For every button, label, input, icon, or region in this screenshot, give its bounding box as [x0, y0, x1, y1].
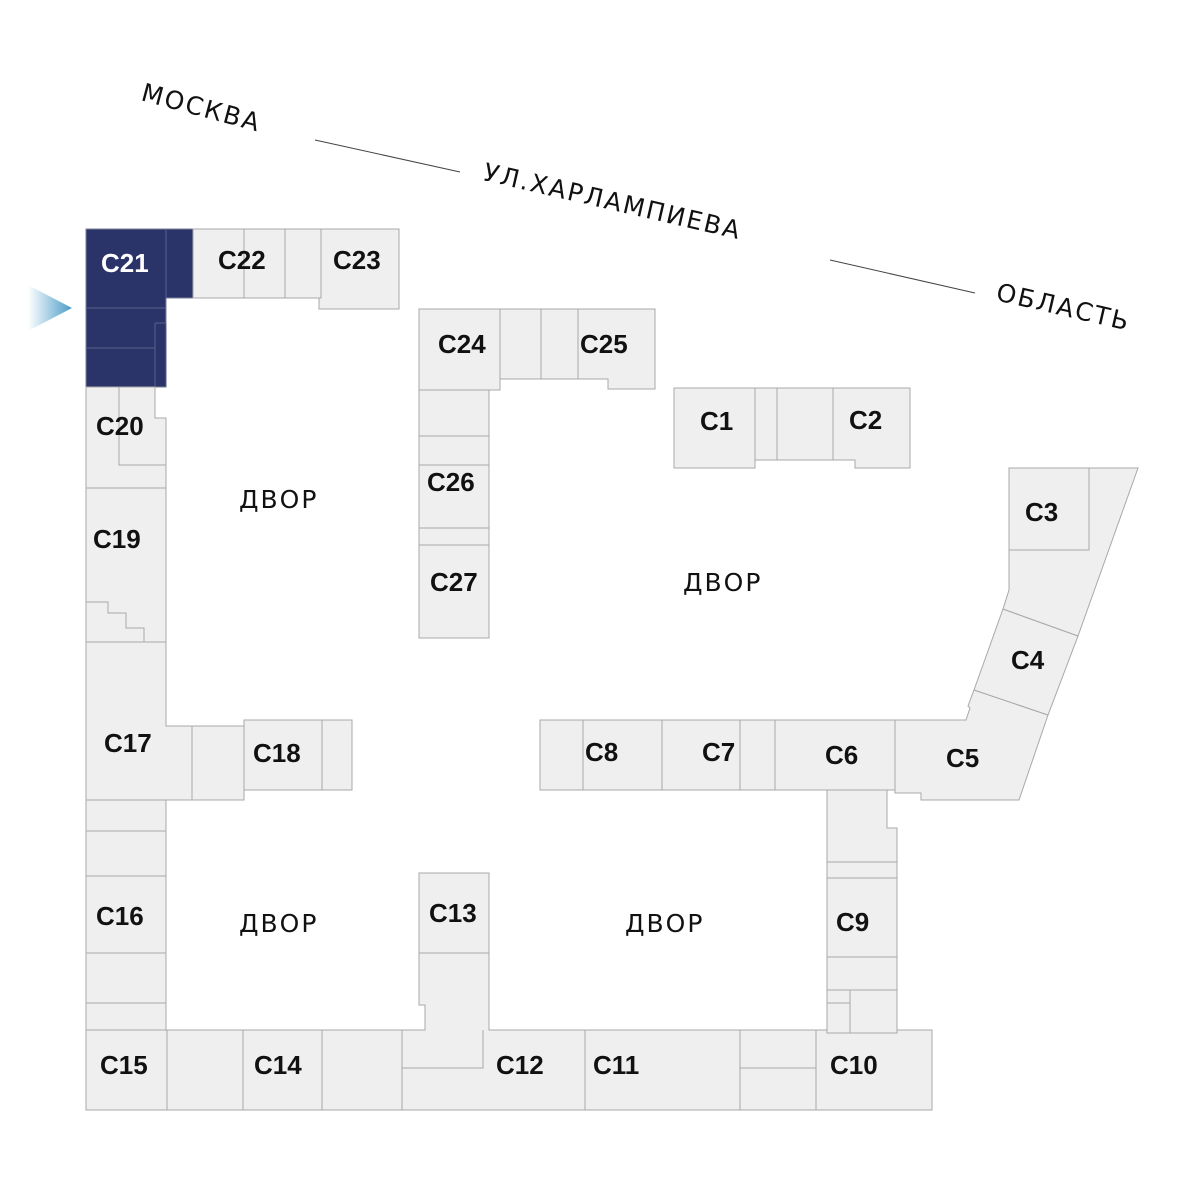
- unit-label: C20: [96, 411, 144, 441]
- unit-label: C15: [100, 1050, 148, 1080]
- yard-label: ДВОР: [625, 909, 704, 938]
- unit-c2[interactable]: C2: [832, 387, 911, 469]
- unit-label: C7: [702, 737, 735, 767]
- unit-label: C25: [580, 329, 628, 359]
- unit-c23[interactable]: C23: [318, 228, 400, 310]
- unit-c1[interactable]: C1: [673, 387, 834, 469]
- unit-c24[interactable]: C24: [418, 308, 542, 391]
- unit-c11[interactable]: C11: [584, 1029, 817, 1111]
- yard-label: ДВОР: [239, 485, 318, 514]
- unit-label: C6: [825, 740, 858, 770]
- unit-label: C27: [430, 567, 478, 597]
- unit-label: C8: [585, 737, 618, 767]
- unit-c18[interactable]: C18: [243, 719, 353, 791]
- unit-c9[interactable]: C9: [826, 789, 898, 1034]
- unit-c19[interactable]: C19: [85, 487, 167, 643]
- unit-label: C16: [96, 901, 144, 931]
- unit-label: C18: [253, 738, 301, 768]
- yard-label: ДВОР: [683, 568, 762, 597]
- unit-label: C1: [700, 406, 733, 436]
- unit-c4[interactable]: C4: [973, 608, 1079, 716]
- unit-c21[interactable]: C21: [85, 228, 194, 388]
- unit-label: C13: [429, 898, 477, 928]
- unit-c15[interactable]: C15: [85, 1029, 244, 1111]
- unit-c7[interactable]: C7: [661, 719, 776, 791]
- unit-label: C19: [93, 524, 141, 554]
- unit-c12[interactable]: C12: [401, 952, 586, 1111]
- unit-label: C17: [104, 728, 152, 758]
- street-divider: [314, 139, 461, 173]
- unit-c3[interactable]: C3: [1002, 467, 1139, 637]
- unit-label: C22: [218, 245, 266, 275]
- unit-label: C10: [830, 1050, 878, 1080]
- unit-c27[interactable]: C27: [418, 544, 490, 639]
- unit-c6[interactable]: C6: [774, 719, 896, 791]
- unit-c20[interactable]: C20: [85, 386, 167, 489]
- unit-c17[interactable]: C17: [85, 641, 245, 801]
- selection-marker-icon: [28, 285, 72, 331]
- unit-label: C26: [427, 467, 475, 497]
- unit-label: C2: [849, 405, 882, 435]
- street-moscow: МОСКВА: [138, 78, 264, 138]
- unit-c10[interactable]: C10: [815, 1029, 933, 1111]
- unit-label: C24: [438, 329, 486, 359]
- unit-c22[interactable]: C22: [192, 228, 322, 299]
- unit-c25[interactable]: C25: [540, 308, 656, 390]
- unit-label: C11: [593, 1050, 639, 1080]
- street-oblast: ОБЛАСТЬ: [994, 278, 1134, 337]
- unit-c13[interactable]: C13: [418, 872, 490, 954]
- street-divider: [829, 259, 976, 294]
- unit-label: C4: [1011, 645, 1045, 675]
- unit-c8[interactable]: C8: [539, 719, 663, 791]
- street-kharlampieva: УЛ.ХАРЛАМПИЕВА: [481, 158, 745, 246]
- unit-label: C12: [496, 1050, 544, 1080]
- unit-c14[interactable]: C14: [242, 1029, 403, 1111]
- unit-label: C23: [333, 245, 381, 275]
- unit-label: C14: [254, 1050, 302, 1080]
- unit-label: C9: [836, 907, 869, 937]
- unit-c26[interactable]: C26: [418, 389, 490, 546]
- unit-c16[interactable]: C16: [85, 799, 167, 1031]
- unit-label: C5: [946, 743, 979, 773]
- unit-label: C3: [1025, 497, 1058, 527]
- yard-label: ДВОР: [239, 909, 318, 938]
- unit-label: C21: [101, 248, 149, 278]
